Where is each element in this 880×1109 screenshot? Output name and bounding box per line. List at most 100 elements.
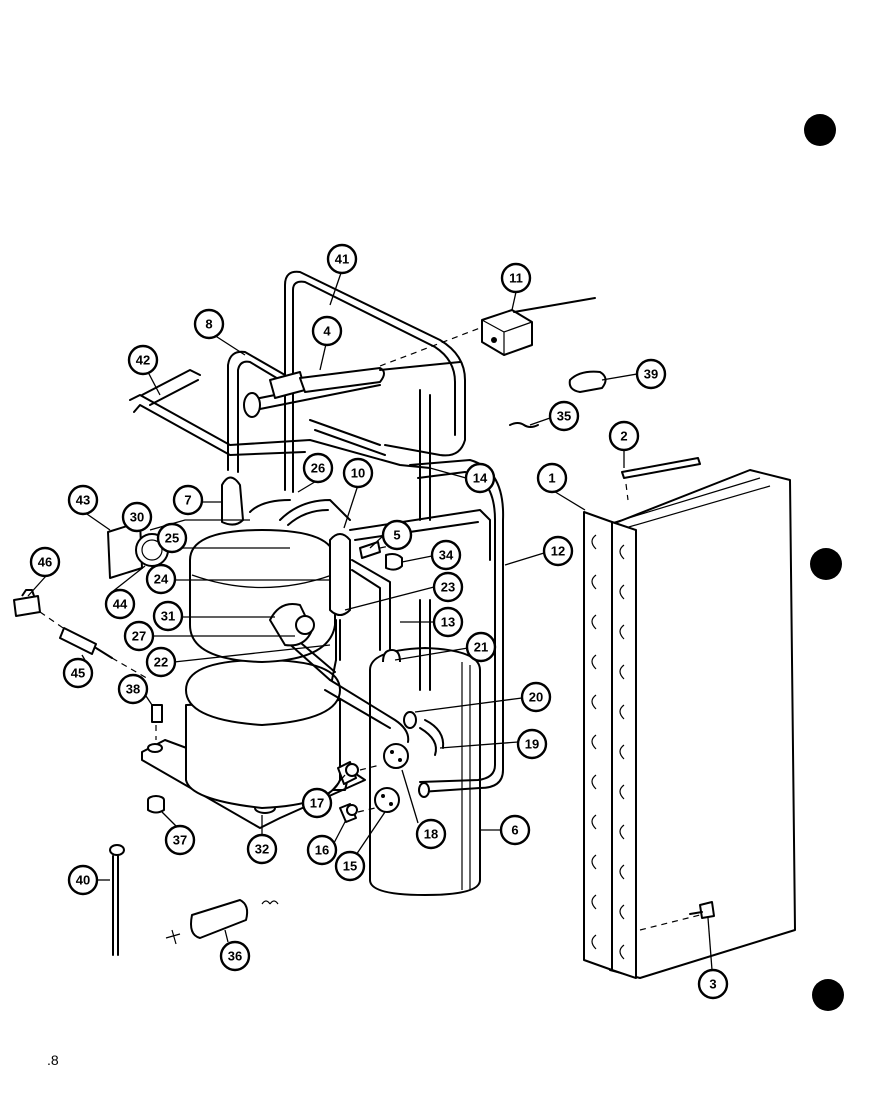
- callout: 22: [145, 646, 177, 678]
- valve-fitting: [359, 541, 403, 571]
- refrigerant-tubing: [129, 270, 505, 798]
- page-number: .8: [47, 1052, 59, 1068]
- svg-text:38: 38: [126, 682, 140, 697]
- callout: 38: [117, 673, 149, 705]
- spring-clip: [509, 422, 539, 428]
- svg-text:14: 14: [473, 471, 488, 486]
- callout: 41: [326, 243, 358, 275]
- svg-text:23: 23: [441, 580, 455, 595]
- svg-text:20: 20: [529, 690, 543, 705]
- svg-text:45: 45: [71, 666, 85, 681]
- svg-text:3: 3: [709, 977, 716, 992]
- svg-text:11: 11: [509, 271, 523, 286]
- svg-text:15: 15: [343, 859, 357, 874]
- svg-text:32: 32: [255, 842, 269, 857]
- callout: 21: [465, 631, 497, 663]
- callout: 4: [311, 315, 343, 347]
- callout: 1: [536, 462, 568, 494]
- thermostat-switch: [481, 297, 596, 356]
- svg-text:2: 2: [620, 429, 627, 444]
- callout: 24: [145, 563, 177, 595]
- svg-text:10: 10: [351, 466, 365, 481]
- svg-text:5: 5: [393, 528, 400, 543]
- callout: 35: [548, 400, 580, 432]
- svg-text:40: 40: [76, 873, 90, 888]
- callout: 2: [608, 420, 640, 452]
- svg-text:7: 7: [184, 493, 191, 508]
- pressure-switch: [269, 361, 461, 399]
- callout: 5: [381, 519, 413, 551]
- callout: 14: [464, 462, 496, 494]
- callout: 17: [301, 787, 333, 819]
- callout: 34: [430, 539, 462, 571]
- svg-text:8: 8: [205, 317, 212, 332]
- svg-text:19: 19: [525, 737, 539, 752]
- svg-text:12: 12: [551, 544, 565, 559]
- callout: 15: [334, 850, 366, 882]
- callout: 8: [193, 308, 225, 340]
- capacitor-kit: [165, 899, 279, 945]
- callout: 46: [29, 546, 61, 578]
- binder-hole-middle: [810, 548, 842, 580]
- callout: 32: [246, 833, 278, 865]
- svg-text:22: 22: [154, 655, 168, 670]
- callout: 26: [302, 452, 334, 484]
- svg-text:4: 4: [323, 324, 331, 339]
- callout: 18: [415, 818, 447, 850]
- svg-text:17: 17: [310, 796, 324, 811]
- binder-hole-top: [804, 114, 836, 146]
- callout: 10: [342, 457, 374, 489]
- harness-plug: [13, 589, 41, 617]
- svg-text:6: 6: [511, 823, 518, 838]
- svg-text:13: 13: [441, 615, 455, 630]
- condenser-coil: [583, 469, 796, 979]
- callout: 6: [499, 814, 531, 846]
- callout: 13: [432, 606, 464, 638]
- svg-text:30: 30: [130, 510, 144, 525]
- wire-connector: [59, 627, 113, 659]
- svg-text:24: 24: [154, 572, 169, 587]
- callout: 39: [635, 358, 667, 390]
- coil-strip: [621, 457, 701, 479]
- svg-text:34: 34: [439, 548, 454, 563]
- grommet: [147, 795, 165, 814]
- svg-text:41: 41: [335, 252, 349, 267]
- svg-text:16: 16: [315, 843, 329, 858]
- callout: 19: [516, 728, 548, 760]
- terminal-cover: [107, 521, 169, 579]
- callout: 7: [172, 484, 204, 516]
- svg-text:25: 25: [165, 531, 179, 546]
- svg-text:43: 43: [76, 493, 90, 508]
- coil-screw: [689, 901, 715, 919]
- callout: 27: [123, 620, 155, 652]
- leader-lines: [27, 269, 713, 971]
- callout: 31: [152, 600, 184, 632]
- svg-text:39: 39: [644, 367, 658, 382]
- svg-text:44: 44: [113, 597, 128, 612]
- callout: 11: [500, 262, 532, 294]
- svg-text:18: 18: [424, 827, 438, 842]
- callout: 30: [121, 501, 153, 533]
- svg-text:1: 1: [548, 471, 555, 486]
- callout: 45: [62, 657, 94, 689]
- binder-hole-bottom: [812, 979, 844, 1011]
- tie-strap: [109, 844, 125, 956]
- callout: 16: [306, 834, 338, 866]
- callout: 20: [520, 681, 552, 713]
- callout: 37: [164, 824, 196, 856]
- callout: 25: [156, 522, 188, 554]
- svg-text:27: 27: [132, 629, 146, 644]
- callout: 12: [542, 535, 574, 567]
- callout: 3: [697, 968, 729, 1000]
- callout: 43: [67, 484, 99, 516]
- callout: 23: [432, 571, 464, 603]
- svg-text:46: 46: [38, 555, 52, 570]
- callout: 44: [104, 588, 136, 620]
- svg-text:26: 26: [311, 461, 325, 476]
- clip: [568, 370, 607, 393]
- callout: 40: [67, 864, 99, 896]
- svg-text:42: 42: [136, 353, 150, 368]
- compressor-stud: [151, 704, 163, 740]
